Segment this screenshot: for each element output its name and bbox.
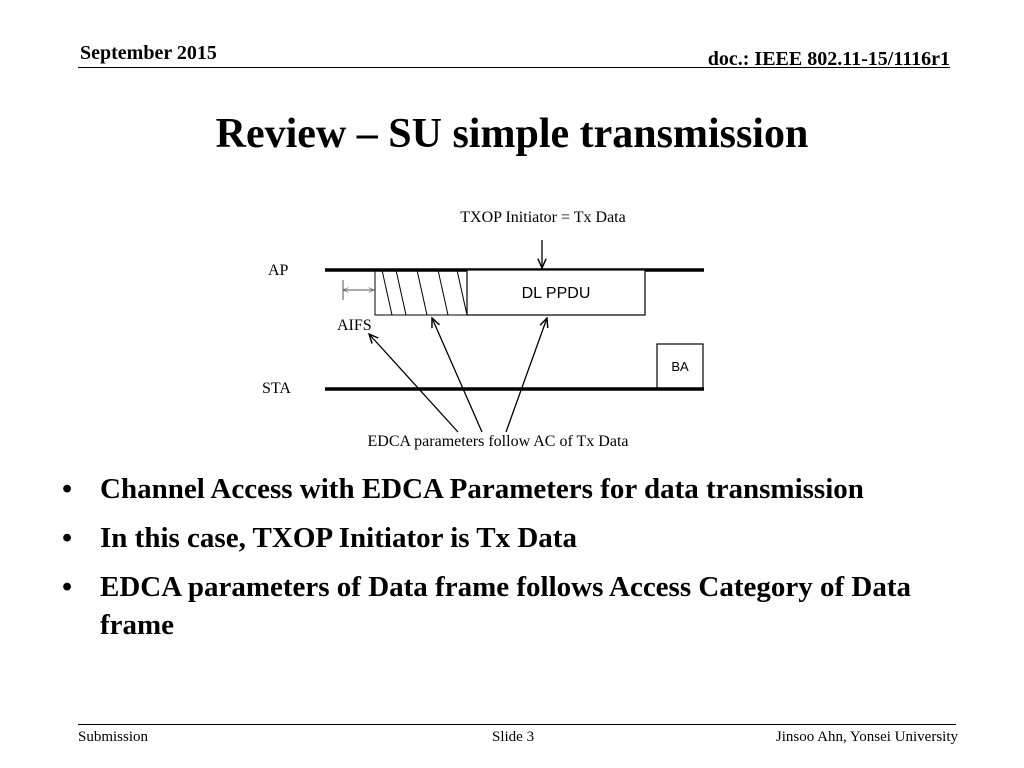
bullet-text: Channel Access with EDCA Parameters for … [100,473,864,505]
txop-initiator-label: TXOP Initiator = Tx Data [460,209,625,226]
bullet-item: •In this case, TXOP Initiator is Tx Data [62,522,577,554]
header-date: September 2015 [80,42,217,64]
slide-title: Review – SU simple transmission [215,111,809,157]
footer-author: Jinsoo Ahn, Yonsei University [775,729,958,745]
edca-arrow-backoff [432,318,483,433]
sta-label: STA [262,380,291,397]
footer-divider [78,724,956,725]
header-doc-id: doc.: IEEE 802.11-15/1116r1 [707,48,950,70]
bullet-text: EDCA parameters of Data frame follows Ac… [100,571,911,641]
bullet-item: •Channel Access with EDCA Parameters for… [62,473,864,505]
footer-submission: Submission [78,729,149,745]
footer-slide-number: Slide 3 [492,729,535,745]
bullet-item: •EDCA parameters of Data frame follows A… [62,571,911,641]
ba-box [656,343,704,390]
aifs-label: AIFS [337,317,372,334]
backoff-slots [374,269,468,316]
bullet-text: In this case, TXOP Initiator is Tx Data [100,522,577,554]
ap-label: AP [268,262,289,279]
edca-arrow-aifs [369,334,459,433]
edca-arrow-ppdu [505,318,547,433]
edca-label: EDCA parameters follow AC of Tx Data [368,433,629,450]
ba-label: BA [671,359,689,374]
dl-ppdu-box [466,269,646,316]
dl-ppdu-label: DL PPDU [522,285,591,302]
bullet-list: •Channel Access with EDCA Parameters for… [62,470,962,655]
header-divider [78,67,950,68]
